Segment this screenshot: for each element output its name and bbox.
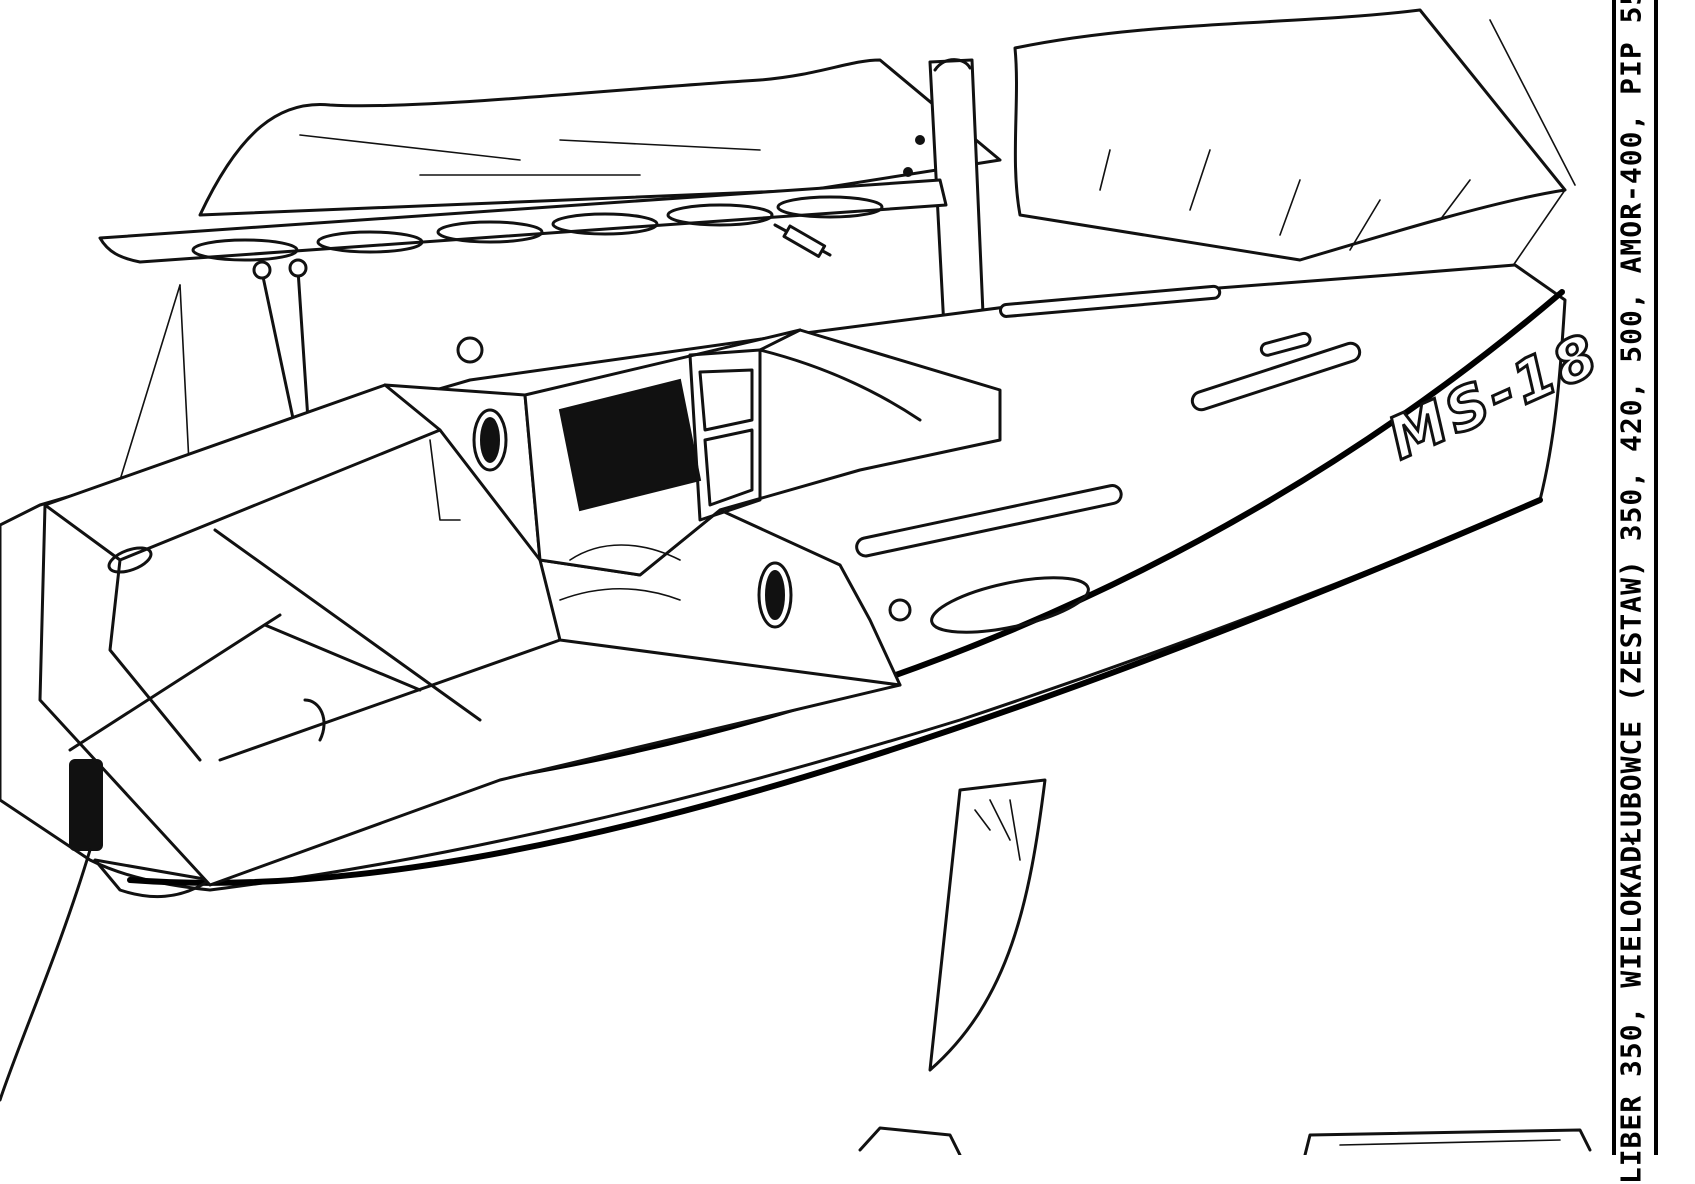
sailboat-drawing: MS-18 <box>0 8 1612 1155</box>
forestay <box>1489 19 1576 271</box>
sailboat-illustration: MS-18 <box>0 8 1612 1155</box>
tiller <box>0 528 482 1102</box>
keel <box>928 778 1047 1072</box>
bottom-fragments <box>858 1126 1592 1155</box>
jib-sail <box>198 58 1002 217</box>
cabin <box>472 328 1002 629</box>
boom <box>98 178 948 264</box>
deck-fittings <box>456 284 1362 634</box>
side-caption: LIBER 350, WIELOKADŁUBOWCE (ZESTAW) 350,… <box>1614 0 1648 1184</box>
mainsail <box>1013 8 1567 262</box>
side-caption-strip <box>1612 0 1658 1155</box>
